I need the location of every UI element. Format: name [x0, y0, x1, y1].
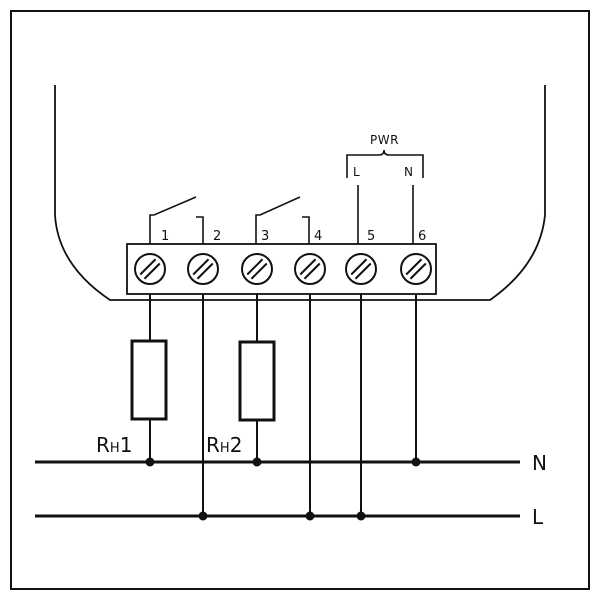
screw-slot	[246, 258, 264, 276]
power-line-label: L	[353, 165, 360, 179]
terminal-number-3: 3	[261, 229, 269, 244]
screw-slot	[405, 258, 423, 276]
power-neutral-label: N	[404, 165, 413, 179]
terminal-screw-3	[241, 253, 273, 285]
junction-dot	[252, 457, 262, 467]
screw-slot	[350, 258, 368, 276]
terminal-number-1: 1	[161, 229, 169, 244]
junction-dot	[305, 511, 315, 521]
terminal-screw-5	[345, 253, 377, 285]
junction-dot	[198, 511, 208, 521]
line-bus-label: L	[532, 505, 544, 529]
terminal-number-5: 5	[367, 229, 375, 244]
resistor-label-rh2: RH2	[206, 433, 242, 457]
screw-slot	[139, 258, 157, 276]
neutral-bus-label: N	[532, 451, 547, 475]
junction-dot	[145, 457, 155, 467]
junctions	[145, 457, 421, 521]
power-bracket	[346, 149, 424, 244]
resistor-label-rh1: RH1	[96, 433, 132, 457]
terminal-number-2: 2	[213, 229, 221, 244]
relay-contact-3-4	[255, 196, 310, 244]
outer-frame	[10, 10, 590, 590]
terminal-number-4: 4	[314, 229, 322, 244]
power-label: PWR	[370, 133, 399, 147]
terminal-screw-4	[294, 253, 326, 285]
screw-slot	[299, 258, 317, 276]
resistor-rh2	[238, 340, 276, 422]
terminal-screw-2	[187, 253, 219, 285]
terminal-block	[126, 243, 437, 295]
screw-slot	[250, 262, 268, 280]
screw-slot	[143, 262, 161, 280]
terminal-wires	[149, 294, 417, 516]
screw-slot	[303, 262, 321, 280]
screw-slot	[354, 262, 372, 280]
screw-slot	[196, 262, 214, 280]
resistor-rh1	[130, 339, 168, 421]
terminal-screw-6	[400, 253, 432, 285]
screw-slot	[409, 262, 427, 280]
junction-dot	[411, 457, 421, 467]
terminal-screws	[134, 253, 432, 285]
terminal-number-6: 6	[418, 229, 426, 244]
terminal-screw-1	[134, 253, 166, 285]
junction-dot	[356, 511, 366, 521]
relay-contact-1-2	[149, 196, 204, 244]
device-housing	[54, 85, 546, 301]
screw-slot	[192, 258, 210, 276]
